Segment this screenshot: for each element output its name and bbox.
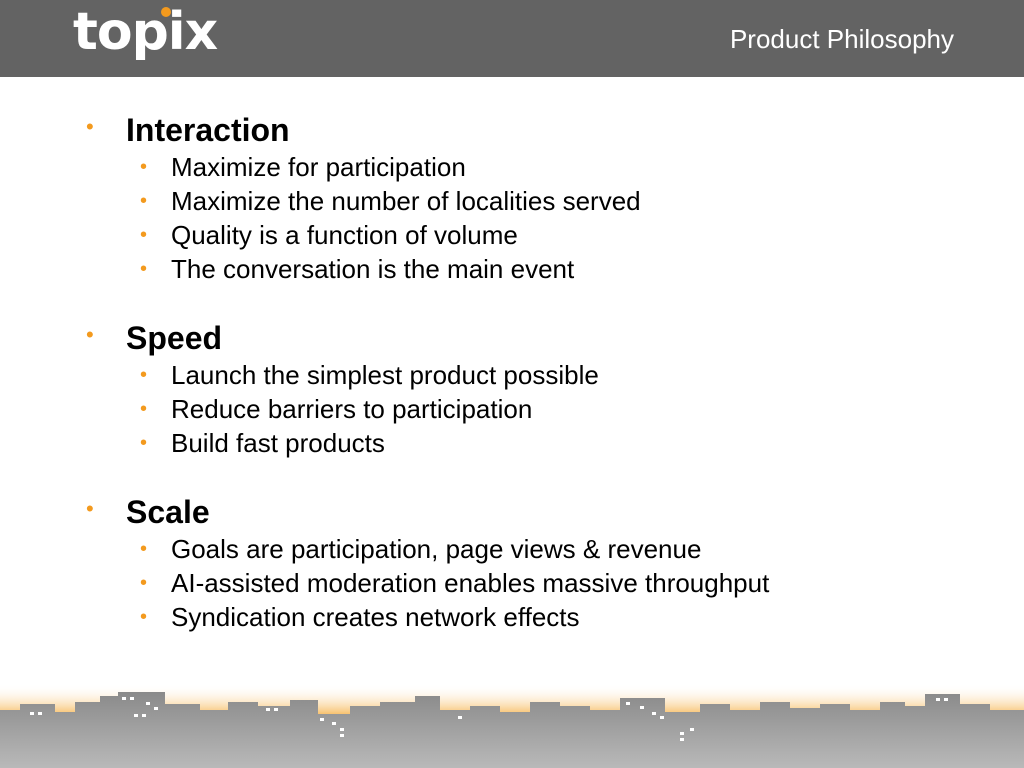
bullet-text: Syndication creates network effects — [171, 602, 580, 632]
city-skyline-illustration — [0, 684, 1024, 768]
bullet-text: Build fast products — [171, 428, 385, 458]
topix-logo: topix — [73, 2, 218, 62]
bullet-icon: • — [140, 224, 148, 246]
bullet-icon: • — [140, 606, 148, 628]
bullet-item: • The conversation is the main event — [0, 252, 1024, 286]
section-speed: • Speed • Launch the simplest product pos… — [0, 318, 1024, 460]
section-heading-row: • Scale — [0, 492, 1024, 532]
bullet-item: • Maximize the number of localities serve… — [0, 184, 1024, 218]
bullet-text: Reduce barriers to participation — [171, 394, 533, 424]
bullet-icon: • — [140, 156, 148, 178]
section-heading: Speed — [126, 320, 223, 356]
bullet-icon: • — [140, 190, 148, 212]
bullet-item: • Quality is a function of volume — [0, 218, 1024, 252]
bullet-text: Maximize for participation — [171, 152, 466, 182]
slide-title: Product Philosophy — [729, 24, 954, 54]
bullet-icon: • — [140, 538, 148, 560]
bullet-text: Maximize the number of localities served — [171, 186, 641, 216]
bullet-item: • Launch the simplest product possible — [0, 358, 1024, 392]
bullet-icon: • — [86, 114, 94, 139]
logo-dot — [161, 7, 171, 17]
section-heading-row: • Speed — [0, 318, 1024, 358]
bullet-item: • Maximize for participation — [0, 150, 1024, 184]
section-scale: • Scale • Goals are participation, page v… — [0, 492, 1024, 634]
section-heading: Interaction — [126, 112, 290, 148]
section-interaction: • Interaction • Maximize for participatio… — [0, 110, 1024, 286]
bullet-icon: • — [86, 322, 94, 347]
bullet-item: • AI-assisted moderation enables massive … — [0, 566, 1024, 600]
bullet-icon: • — [140, 364, 148, 386]
bullet-text: The conversation is the main event — [171, 254, 575, 284]
header-bar: topix Product Philosophy — [0, 0, 1024, 77]
bullet-text: Launch the simplest product possible — [171, 360, 599, 390]
bullet-icon: • — [86, 496, 94, 521]
section-heading: Scale — [126, 494, 210, 530]
bullet-item: • Build fast products — [0, 426, 1024, 460]
bullet-text: AI-assisted moderation enables massive t… — [171, 568, 770, 598]
bullet-text: Quality is a function of volume — [171, 220, 518, 250]
bullet-icon: • — [140, 572, 148, 594]
bullet-item: • Reduce barriers to participation — [0, 392, 1024, 426]
bullet-icon: • — [140, 432, 148, 454]
bullet-item: • Goals are participation, page views & r… — [0, 532, 1024, 566]
bullet-item: • Syndication creates network effects — [0, 600, 1024, 634]
section-heading-row: • Interaction — [0, 110, 1024, 150]
bullet-text: Goals are participation, page views & re… — [171, 534, 702, 564]
bullet-icon: • — [140, 398, 148, 420]
bullet-icon: • — [140, 258, 148, 280]
slide-content: • Interaction • Maximize for participatio… — [0, 110, 1024, 666]
